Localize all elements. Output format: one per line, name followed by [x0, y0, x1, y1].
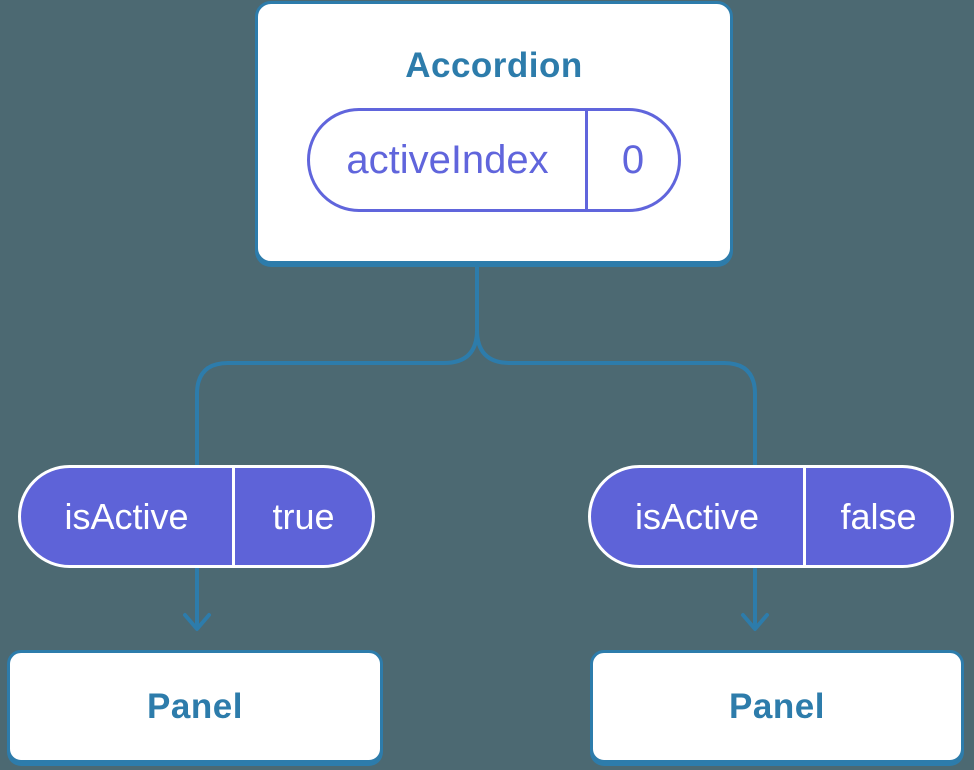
accordion-title: Accordion: [405, 46, 583, 85]
branch-line-right: [475, 263, 757, 629]
prop-name: activeIndex: [346, 137, 549, 182]
is-active-pill-left: isActive true: [18, 465, 375, 568]
panel-title: Panel: [147, 686, 243, 726]
panel-card-left: Panel: [7, 650, 383, 763]
pill-divider: [232, 468, 235, 565]
arrowhead-right-icon: [741, 613, 769, 631]
prop-value: 0: [621, 137, 645, 182]
prop-value: false: [840, 495, 917, 537]
pill-divider: [803, 468, 806, 565]
prop-name: isActive: [64, 495, 189, 537]
prop-value: true: [272, 495, 335, 537]
arrowhead-left-icon: [183, 613, 211, 631]
panel-title: Panel: [729, 686, 825, 726]
branch-line-left: [195, 263, 479, 629]
prop-name: isActive: [634, 495, 760, 537]
pill-divider: [585, 111, 588, 209]
is-active-pill-right: isActive false: [588, 465, 954, 568]
accordion-card: Accordion activeIndex 0: [255, 1, 733, 264]
active-index-pill: activeIndex 0: [307, 108, 681, 212]
panel-card-right: Panel: [590, 650, 964, 763]
